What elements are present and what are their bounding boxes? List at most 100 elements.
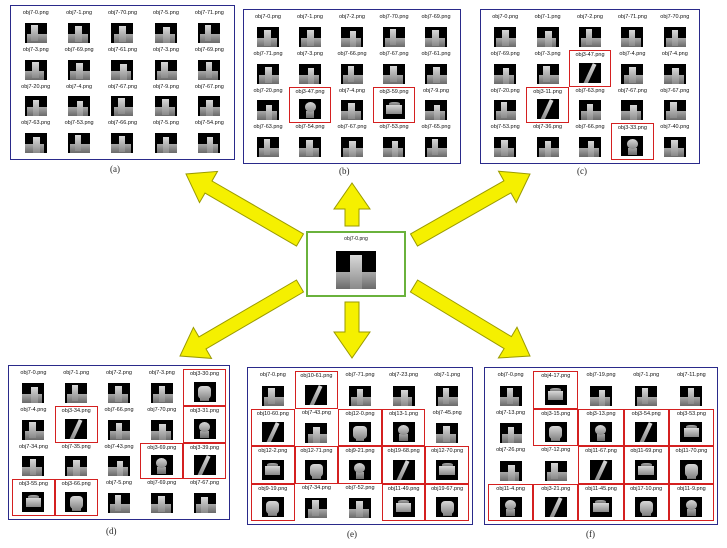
- object-thumbnail: [65, 456, 88, 477]
- object-thumbnail: [425, 63, 447, 84]
- result-cell: obj7-9.png: [144, 83, 187, 120]
- result-cell: obj7-43.png: [295, 409, 339, 447]
- object-thumbnail: [150, 419, 173, 440]
- object-thumbnail: [383, 63, 405, 84]
- object-thumbnail: [257, 137, 279, 157]
- result-cell: obj7-1.png: [526, 13, 568, 50]
- result-cell: obj7-67.png: [373, 50, 415, 87]
- arrow-to-panel-e: [333, 301, 371, 359]
- result-cell: obj7-69.png: [415, 13, 457, 50]
- result-cell: obj7-34.png: [12, 443, 55, 480]
- result-label: obj7-70.png: [107, 10, 138, 16]
- object-thumbnail: [65, 382, 88, 403]
- object-thumbnail: [494, 100, 517, 121]
- result-label: obj7-0.png: [255, 14, 281, 20]
- object-thumbnail: [680, 459, 703, 480]
- result-label: obj7-13.png: [496, 409, 526, 416]
- result-label: obj7-4.png: [20, 406, 47, 413]
- object-thumbnail: [65, 492, 88, 512]
- result-cell-highlighted: obj3-39.png: [183, 442, 226, 480]
- object-thumbnail: [536, 26, 559, 47]
- object-thumbnail: [22, 492, 45, 512]
- result-cell: obj7-4.png: [331, 87, 373, 124]
- result-cell: obj7-35.png: [55, 443, 98, 480]
- object-thumbnail: [65, 418, 88, 439]
- result-label: obj3-59.png: [379, 88, 409, 95]
- object-thumbnail: [589, 459, 612, 480]
- result-label: obj7-53.png: [379, 124, 409, 131]
- result-cell: obj7-43.png: [98, 443, 141, 480]
- object-thumbnail: [111, 59, 134, 80]
- object-thumbnail: [257, 63, 279, 84]
- result-label: obj7-54.png: [295, 124, 325, 131]
- panel-caption-e: (e): [347, 529, 357, 539]
- object-thumbnail: [257, 100, 279, 121]
- result-label: obj7-43.png: [301, 409, 331, 416]
- result-label: obj7-71.png: [194, 10, 224, 16]
- object-thumbnail: [341, 26, 363, 47]
- result-label: obj7-4.png: [339, 87, 365, 94]
- result-label: obj7-2.png: [105, 370, 132, 376]
- result-label: obj7-3.png: [297, 50, 323, 57]
- object-thumbnail: [193, 455, 216, 476]
- result-label: obj7-23.png: [389, 372, 419, 378]
- object-thumbnail: [499, 423, 522, 443]
- object-thumbnail: [348, 385, 371, 406]
- result-label: obj4-17.png: [541, 373, 571, 379]
- result-label: obj3-11.png: [533, 88, 562, 95]
- object-thumbnail: [494, 137, 517, 157]
- result-cell-highlighted: obj19-68.png: [381, 446, 426, 484]
- result-cell-highlighted: obj11-69.png: [623, 446, 669, 484]
- object-thumbnail: [536, 137, 559, 157]
- result-label: obj7-20.png: [253, 87, 283, 94]
- arrow-to-panel-b: [333, 182, 371, 227]
- result-label: obj7-0.png: [259, 372, 286, 378]
- result-cell: obj7-5.png: [144, 119, 187, 156]
- result-cell: obj7-71.png: [338, 371, 382, 409]
- result-cell: obj7-3.png: [144, 46, 187, 83]
- object-thumbnail: [341, 63, 363, 84]
- object-thumbnail: [261, 497, 284, 517]
- object-thumbnail: [621, 63, 644, 84]
- result-cell: obj7-0.png: [14, 9, 57, 46]
- object-thumbnail: [111, 22, 134, 43]
- object-thumbnail: [392, 422, 415, 442]
- result-cell: obj7-70.png: [373, 13, 415, 50]
- result-label: obj7-61.png: [107, 46, 138, 53]
- object-thumbnail: [107, 419, 130, 440]
- result-cell: obj7-4.png: [12, 406, 55, 443]
- object-thumbnail: [663, 137, 686, 157]
- result-label: obj7-69.png: [421, 14, 451, 20]
- result-cell-highlighted: obj3-13.png: [578, 408, 624, 446]
- result-label: obj7-43.png: [104, 443, 134, 450]
- result-cell: obj7-53.png: [57, 119, 100, 156]
- result-cell-highlighted: obj9-21.png: [338, 446, 382, 484]
- query-label: obj7-0.png: [344, 236, 368, 242]
- object-thumbnail: [68, 133, 91, 153]
- result-label: obj7-69.png: [64, 46, 94, 53]
- object-thumbnail: [578, 100, 601, 121]
- object-thumbnail: [193, 493, 216, 513]
- result-cell: obj7-65.png: [415, 123, 457, 160]
- result-cell-highlighted: obj3-59.png: [373, 86, 415, 124]
- object-thumbnail: [425, 137, 447, 157]
- result-label: obj7-71.png: [253, 50, 283, 57]
- result-label: obj7-67.png: [660, 87, 690, 94]
- result-label: obj12-0.png: [345, 410, 375, 417]
- object-thumbnail: [635, 385, 658, 406]
- result-cell: obj7-71.png: [247, 50, 289, 87]
- result-cell: obj7-69.png: [140, 479, 183, 516]
- result-cell: obj7-53.png: [373, 123, 415, 160]
- object-thumbnail: [392, 497, 415, 517]
- result-label: obj7-0.png: [20, 370, 47, 376]
- object-thumbnail: [154, 22, 177, 43]
- result-cell-highlighted: obj3-31.png: [183, 405, 226, 443]
- result-label: obj7-20.png: [490, 87, 520, 94]
- arrow-to-panel-d: [179, 279, 305, 359]
- object-thumbnail: [150, 455, 173, 476]
- result-label: obj7-63.png: [575, 87, 605, 94]
- result-label: obj3-54.png: [631, 410, 661, 417]
